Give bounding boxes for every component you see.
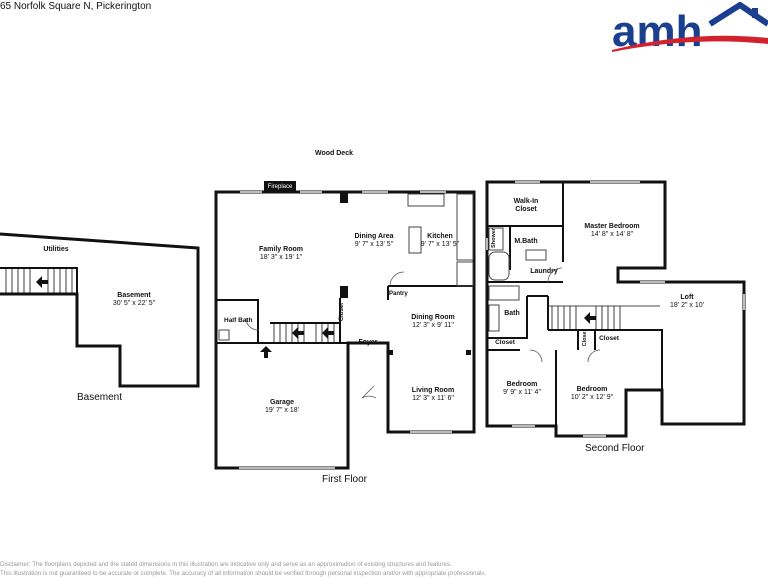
property-address: 65 Norfolk Square N, Pickerington [0,1,152,12]
utilities-label: Utilities [43,246,69,253]
second-floor-title: Second Floor [585,443,645,454]
closet-c-label: Closet [599,335,619,342]
basement-stair-arrow-icon [36,276,48,288]
house-roof-icon [708,2,768,27]
first-stair-arrow-icon-1 [292,327,304,339]
first-floor-title: First Floor [322,474,367,485]
post-2 [340,286,348,298]
shower-stall [488,227,504,251]
bath-label: Bath [504,310,520,317]
second-floor-walls [487,182,663,436]
closet-a-label: Closet [495,339,515,346]
window-marks [239,181,745,469]
walk-in-closet-label: Walk-In Closet [513,198,539,213]
door-swing-garage [245,317,259,331]
foyer-label: Foyer [358,339,378,346]
door-swing-bed2 [587,349,601,363]
m-bath-label: M.Bath [514,238,538,245]
kitchen-counter-top [407,193,445,207]
wood-deck-label: Wood Deck [315,150,353,157]
red-swoosh [612,35,768,52]
entry-arrow-icon [260,346,272,358]
door-swing-bed1 [529,349,543,363]
refrigerator [456,261,474,287]
bathtub [488,251,510,281]
closet-first-label: Closet [339,302,345,322]
first-stair-arrow-icon-2 [322,327,334,339]
kitchen-island [408,226,422,254]
door-swing-laundry [547,267,563,283]
shower-label: Shower [491,228,497,248]
vanity-mbath [525,249,547,261]
chimney-icon [752,8,758,18]
vanity-bath [488,304,500,332]
first-floor-walls [216,285,474,344]
post-4 [466,350,471,355]
bath-tub-2 [488,285,520,301]
disclaimer-line-1: Disclaimer: The floorplans depicted and … [0,561,452,568]
fireplace-block [264,181,296,193]
disclaimer-line-2: This illustration is not guaranteed to b… [0,570,487,577]
second-floor-stair-treads [548,305,660,330]
kitchen-counter-side [456,193,474,261]
closet-b-label: Closet [582,329,588,347]
half-bath-toilet [218,329,230,341]
amh-logo: amh [612,2,768,52]
fireplace-label: Fireplace [267,184,293,190]
door-swing-foyer [361,385,377,399]
door-swing-kitchen [389,271,405,287]
half-bath-label: Half Bath [224,317,253,324]
disclaimer: Disclaimer: The floorplans depicted and … [0,560,768,578]
laundry-label: Laundry [530,268,558,275]
basement-stair [0,267,78,294]
pantry-label: Pantry [389,291,408,297]
post-3 [388,350,393,355]
basement-outline [0,232,200,388]
second-stair-arrow-icon [584,312,596,324]
post-1 [340,193,348,203]
basement-floor-title: Basement [77,392,123,403]
